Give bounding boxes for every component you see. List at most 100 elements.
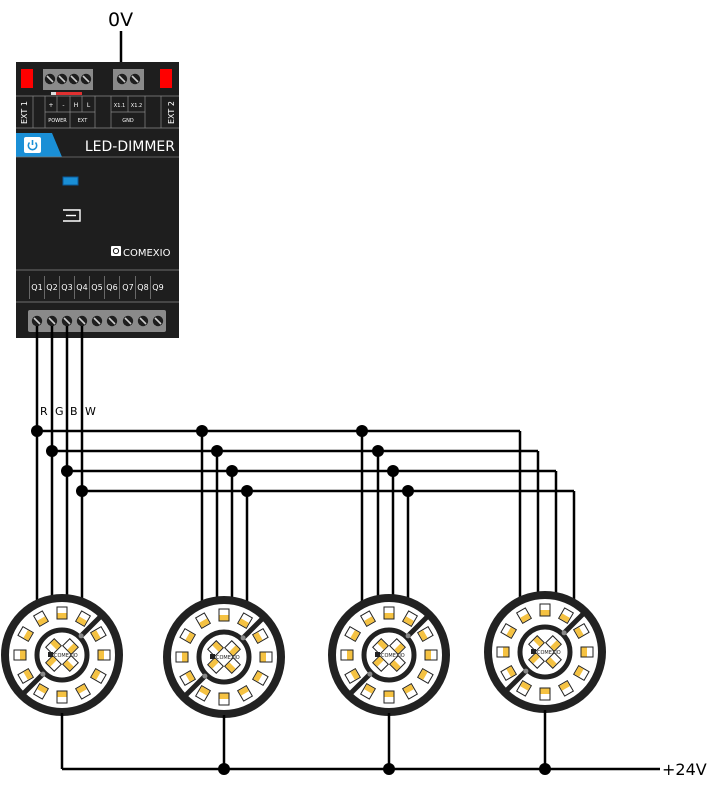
- junction-dot: [383, 763, 395, 775]
- led-chip: [251, 627, 269, 645]
- led-dimmer-module: EXT 1 EXT 2 + - H L X1.1 X1.2 POWER EXT …: [16, 62, 179, 338]
- output-label-q9: Q9: [152, 283, 163, 292]
- led-chip: [56, 606, 68, 620]
- junction-dot: [387, 465, 399, 477]
- led-chip: [389, 655, 406, 672]
- output-label-q3: Q3: [61, 283, 72, 292]
- screw-icon: [152, 315, 164, 327]
- led-chip: [194, 684, 212, 702]
- led-chip: [557, 679, 575, 697]
- led-chip: [344, 667, 362, 685]
- junction-dot: [372, 445, 384, 457]
- led-chip: [89, 667, 107, 685]
- group-ext: EXT: [78, 118, 88, 124]
- led-chip: [580, 646, 594, 658]
- junction-dot: [46, 445, 58, 457]
- led-lamp-2: COMEXIO: [163, 596, 285, 718]
- led-chip: [236, 684, 254, 702]
- led-chip: [383, 606, 395, 620]
- led-chip: [62, 655, 79, 672]
- junction-dot: [211, 445, 223, 457]
- led-chip: [17, 667, 35, 685]
- screw-icon: [91, 315, 103, 327]
- group-gnd: GND: [122, 118, 134, 124]
- output-label-q6: Q6: [106, 283, 117, 292]
- junction-dot: [218, 763, 230, 775]
- led-chip: [359, 610, 377, 628]
- led-chip: [528, 635, 545, 652]
- output-terminal-block: [28, 310, 166, 332]
- led-chip: [97, 649, 111, 661]
- junction-dot: [31, 425, 43, 437]
- power-icon: [24, 137, 41, 153]
- led-chip: [89, 625, 107, 643]
- led-chip: [207, 657, 225, 674]
- zero-volt-label: 0V: [108, 9, 133, 31]
- led-chip: [401, 682, 419, 700]
- output-label-q8: Q8: [137, 283, 148, 292]
- ext1-label: EXT 1: [20, 101, 29, 124]
- terminal-h: H: [74, 102, 79, 109]
- screw-icon: [31, 315, 43, 327]
- led-chip: [500, 622, 518, 640]
- led-chip: [223, 657, 241, 674]
- terminal-label-row: [16, 95, 179, 129]
- led-lamp-4: COMEXIO: [484, 591, 606, 713]
- terminal-x1-2: X1.2: [131, 103, 142, 109]
- screw-icon: [129, 73, 141, 85]
- lamp-logo: COMEXIO: [48, 652, 78, 659]
- screw-icon: [56, 73, 68, 85]
- module-title: LED-DIMMER: [85, 139, 175, 155]
- led-chip: [515, 607, 533, 625]
- led-chip: [62, 638, 79, 655]
- ext2-label: EXT 2: [167, 101, 176, 124]
- lamp-logo: COMEXIO: [531, 649, 561, 656]
- led-chip: [389, 638, 406, 655]
- led-chip: [179, 627, 197, 645]
- top-terminal-block-power: [43, 69, 93, 90]
- screw-icon: [44, 73, 56, 85]
- channel-label-b: B: [70, 405, 78, 418]
- screw-icon: [116, 73, 128, 85]
- status-led-left: [21, 69, 33, 88]
- led-chip: [45, 655, 62, 672]
- led-chip: [236, 612, 254, 630]
- screw-icon: [106, 315, 118, 327]
- led-chip: [179, 669, 197, 687]
- output-label-q4: Q4: [76, 283, 87, 292]
- led-chip: [372, 655, 389, 672]
- led-chip: [175, 651, 189, 663]
- junction-dot: [76, 485, 88, 497]
- output-label-q5: Q5: [91, 283, 102, 292]
- svg-text:COMEXIO: COMEXIO: [123, 248, 171, 259]
- junction-dot: [61, 465, 73, 477]
- blue-indicator-led: [62, 176, 79, 186]
- led-chip: [45, 638, 62, 655]
- led-chip: [32, 682, 50, 700]
- junction-dot: [196, 425, 208, 437]
- led-chip: [194, 612, 212, 630]
- led-chip: [74, 610, 92, 628]
- led-chip: [56, 690, 68, 704]
- led-chip: [401, 610, 419, 628]
- led-chip: [528, 652, 545, 669]
- screw-icon: [76, 315, 88, 327]
- led-chip: [515, 679, 533, 697]
- led-chip: [545, 635, 562, 652]
- svg-text:COMEXIO: COMEXIO: [537, 650, 561, 656]
- lamp-logo: COMEXIO: [375, 652, 405, 659]
- led-chip: [218, 608, 230, 622]
- led-chip: [218, 692, 230, 706]
- led-chip: [74, 682, 92, 700]
- plus-24v-label: +24V: [662, 760, 707, 779]
- svg-text:COMEXIO: COMEXIO: [216, 655, 240, 661]
- led-chip: [545, 652, 562, 669]
- led-chip: [259, 651, 273, 663]
- led-chip: [17, 625, 35, 643]
- led-chip: [13, 649, 27, 661]
- status-led-right: [160, 69, 172, 88]
- led-chip: [539, 603, 551, 617]
- led-chip: [416, 625, 434, 643]
- led-chip: [359, 682, 377, 700]
